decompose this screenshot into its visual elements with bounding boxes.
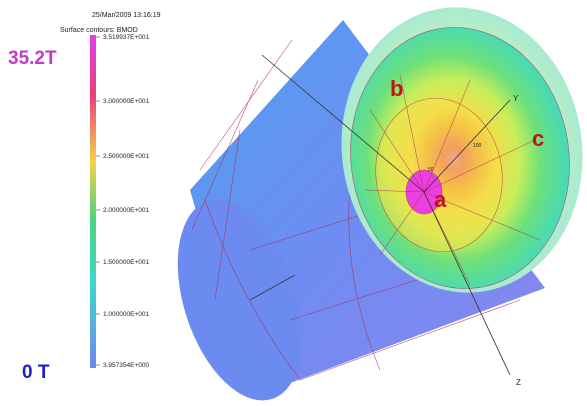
face-mesh bbox=[350, 27, 570, 289]
colorbar-ticks bbox=[96, 36, 100, 366]
timestamp: 25/Mar/2009 13:16:19 bbox=[92, 12, 161, 19]
legend-tick-label: 3.957354E+000 bbox=[103, 362, 150, 369]
legend-tick-label: 3.519937E+001 bbox=[103, 34, 150, 41]
cylinder-back-end bbox=[177, 199, 303, 401]
axis-z-label: Z bbox=[516, 378, 521, 387]
region-label-b: b bbox=[390, 76, 403, 101]
scale-tick-label: 50 bbox=[428, 167, 434, 173]
legend-min-marker: 0 T bbox=[22, 362, 50, 383]
bore-ring bbox=[375, 98, 503, 252]
scale-tick-label: 100 bbox=[473, 143, 482, 149]
colorbar bbox=[90, 35, 96, 368]
legend-max-marker: 35.2T bbox=[8, 48, 57, 69]
legend-tick-label: 1.000000E+001 bbox=[103, 311, 150, 318]
legend-tick-label: 2.000000E+001 bbox=[103, 207, 150, 214]
axis-y-label: Y bbox=[513, 94, 519, 103]
region-label-a: a bbox=[434, 187, 447, 212]
legend-tick-label: 2.500000E+001 bbox=[103, 153, 150, 160]
contour-title: Surface contours: BMOD bbox=[60, 27, 138, 34]
legend-tick-label: 3.000000E+001 bbox=[103, 98, 150, 105]
legend-tick-label: 1.500000E+001 bbox=[103, 259, 150, 266]
axes bbox=[249, 54, 511, 376]
region-label-c: c bbox=[532, 126, 544, 151]
